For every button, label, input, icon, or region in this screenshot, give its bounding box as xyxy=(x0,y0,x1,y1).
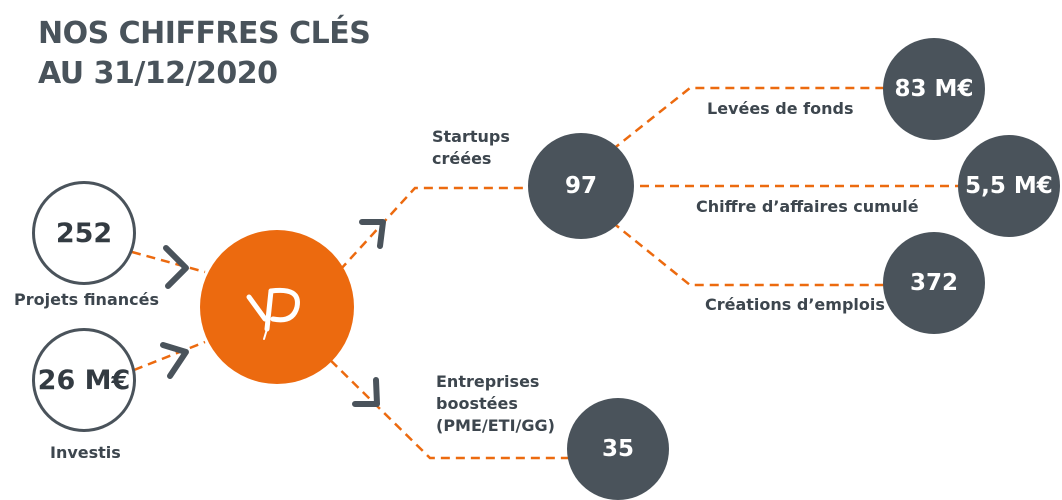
link-logo-to-entreprises xyxy=(319,349,572,460)
link-logo-to-startups xyxy=(339,186,535,271)
investis-value-circle: 26 M€ xyxy=(32,328,136,432)
page-title: NOS CHIFFRES CLÉS AU 31/12/2020 xyxy=(38,14,371,94)
entreprises-label-line-1: Entreprises xyxy=(436,372,540,391)
arrow-head-investis xyxy=(160,342,189,379)
arrow-head-entreprises xyxy=(352,377,380,407)
ca-value-circle: 5,5 M€ xyxy=(958,135,1060,237)
vp-logo-icon xyxy=(246,287,300,340)
entreprises-label: Entreprises boostées (PME/ETI/GG) xyxy=(436,371,555,437)
arrow-head-startups xyxy=(359,219,386,249)
link-projets-to-logo xyxy=(131,250,206,274)
entreprises-label-line-3: (PME/ETI/GG) xyxy=(436,416,555,435)
link-investis-to-logo xyxy=(133,340,206,372)
startups-label: Startups créées xyxy=(432,126,510,170)
arrow-head-projets xyxy=(163,245,189,289)
emplois-label: Créations d’emplois xyxy=(705,295,885,314)
projets-value-circle: 252 xyxy=(32,181,136,285)
title-line-2: AU 31/12/2020 xyxy=(38,56,278,91)
startups-label-line-2: créées xyxy=(432,149,492,168)
levees-value-circle: 83 M€ xyxy=(883,38,985,140)
startups-value-circle: 97 xyxy=(528,133,634,239)
entreprises-value-circle: 35 xyxy=(567,398,669,500)
ca-label: Chiffre d’affaires cumulé xyxy=(696,197,919,216)
emplois-value-circle: 372 xyxy=(883,232,985,334)
investis-label: Investis xyxy=(50,443,121,462)
levees-label: Levées de fonds xyxy=(707,99,854,118)
projets-label: Projets financés xyxy=(14,290,159,309)
entreprises-label-line-2: boostées xyxy=(436,394,518,413)
startups-label-line-1: Startups xyxy=(432,127,510,146)
vp-logo-circle xyxy=(200,230,354,384)
link-startups-to-levees xyxy=(611,86,890,151)
title-line-1: NOS CHIFFRES CLÉS xyxy=(38,16,371,51)
link-startups-to-emplois xyxy=(611,221,890,287)
